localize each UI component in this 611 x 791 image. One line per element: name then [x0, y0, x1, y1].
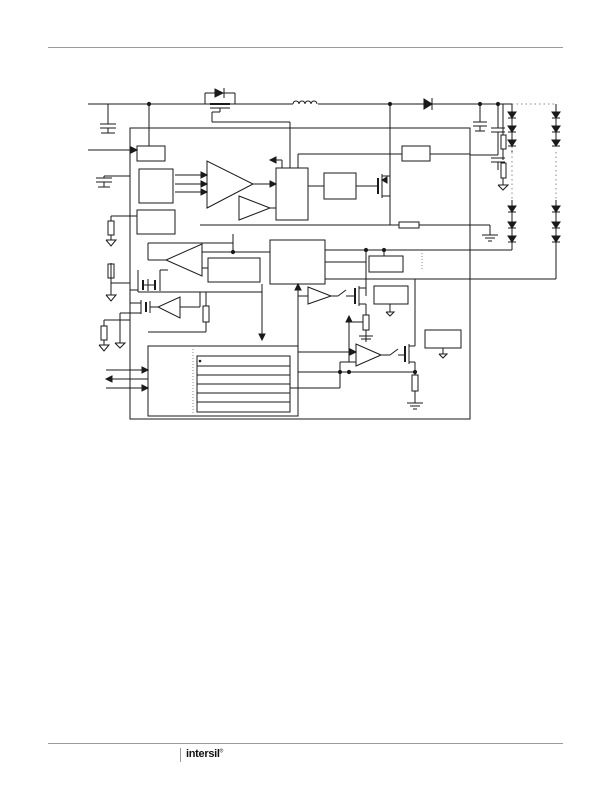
register-bank-icon: [196, 355, 291, 413]
op-amp-icon: [156, 296, 181, 319]
logo-text: intersil: [186, 748, 220, 760]
mosfet-icon: [377, 174, 390, 198]
pwm-logic-block: [275, 167, 309, 221]
comparator-icon: [307, 286, 333, 305]
mosfet-icon: [130, 300, 158, 314]
current-sense-block: [401, 145, 431, 162]
logo-mark: ®: [219, 748, 224, 755]
oscillator-block: [136, 209, 176, 235]
intersil-logo: intersil®: [186, 748, 223, 760]
mosfet-icon: [130, 269, 168, 293]
resistor-icon: [98, 312, 141, 352]
resistor-icon: [359, 314, 373, 342]
ic-outline: [129, 127, 471, 420]
resistor-icon: [148, 292, 210, 333]
dac-block: [207, 257, 261, 283]
capacitor-icon: [96, 175, 130, 188]
capacitor-icon: [100, 104, 116, 134]
ldo-block: [136, 145, 166, 162]
ground-icon: [482, 234, 498, 242]
comparator-icon: [238, 195, 272, 221]
footer-separator: [180, 748, 181, 762]
comparator-icon: [355, 343, 383, 367]
op-amp-icon: [206, 160, 255, 209]
resistor-icon: [398, 221, 420, 229]
capacitor-icon: [473, 104, 487, 132]
schottky-diode-icon: [423, 98, 433, 110]
header-rule: [48, 47, 563, 48]
op-amp-icon: [164, 243, 203, 277]
ovp-block: [368, 255, 404, 273]
led-string-icon: [325, 104, 517, 251]
gate-driver-block: [323, 172, 357, 200]
mosfet-icon: [404, 279, 416, 375]
mosfet-icon: [354, 286, 367, 315]
control-logic-block: [269, 239, 326, 285]
interface-block: [147, 345, 299, 417]
footer-rule: [48, 743, 563, 744]
fault-block: [424, 329, 462, 349]
reference-block: [138, 168, 174, 204]
short-detect-block: [373, 285, 409, 305]
schottky-diode-icon: [214, 88, 225, 98]
input-rail: [88, 101, 512, 107]
led-string-icon: [325, 103, 561, 280]
resistor-icon: [407, 374, 423, 410]
resistor-icon: [470, 104, 510, 191]
resistor-icon: [105, 263, 130, 302]
inductor-icon: [292, 100, 318, 105]
resistor-icon: [105, 215, 137, 247]
